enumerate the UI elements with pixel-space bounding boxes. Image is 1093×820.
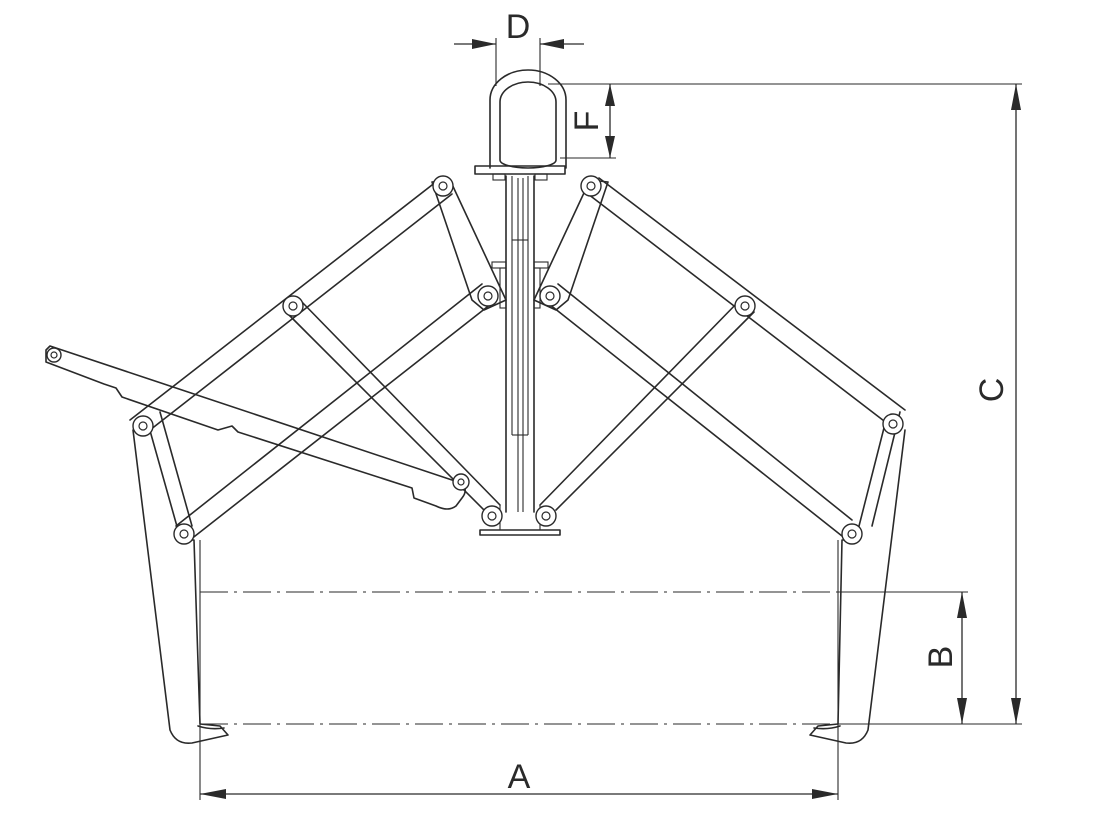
dimension-c: C <box>548 83 1022 724</box>
dimension-a-label: A <box>508 758 531 796</box>
dimension-b: B <box>922 592 967 724</box>
dimension-f: F <box>560 84 616 159</box>
dimension-d: D <box>454 8 584 86</box>
dimension-a: A <box>199 540 839 800</box>
right-linkage <box>539 177 906 745</box>
dimension-c-label: C <box>973 378 1011 403</box>
pivot-pins <box>46 175 904 545</box>
dimension-b-label: B <box>922 646 960 669</box>
center-column <box>479 175 561 536</box>
left-linkage <box>129 177 501 745</box>
dimension-d-label: D <box>506 8 531 46</box>
lifting-shackle <box>474 69 567 181</box>
dimension-f-label: F <box>568 111 606 132</box>
